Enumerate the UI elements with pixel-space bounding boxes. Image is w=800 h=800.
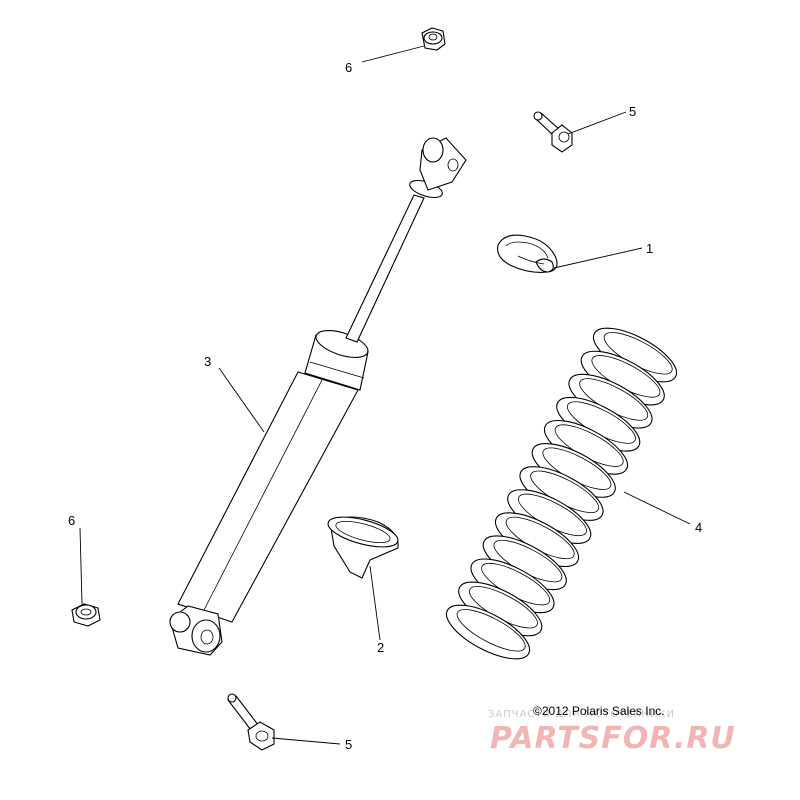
spring-coil xyxy=(445,604,531,660)
nut-part-6-left xyxy=(71,603,101,627)
callout-6-top: 6 xyxy=(345,60,352,75)
callout-2: 2 xyxy=(377,640,384,655)
spring-seat-part-2 xyxy=(327,516,399,579)
watermark-caption: ЗАПЧАСТИ ДЛЯ МОТОТЕХНИКИ xyxy=(488,709,675,720)
coil-spring-part-4 xyxy=(445,327,678,660)
spring-retainer-part-1 xyxy=(497,234,558,273)
leader-lines xyxy=(79,45,691,745)
callout-6-left: 6 xyxy=(68,513,75,528)
callout-labels: 6 5 1 3 4 6 2 5 xyxy=(68,60,702,752)
callout-5-top: 5 xyxy=(629,104,636,119)
bolt-part-5-top xyxy=(533,111,573,153)
copyright-notice: ©2012 Polaris Sales Inc. xyxy=(533,704,665,718)
watermark-logo: PARTSFOR.RU xyxy=(490,721,736,756)
spring-coil-inner-edge xyxy=(456,609,526,652)
callout-5-bottom: 5 xyxy=(345,737,352,752)
callout-3: 3 xyxy=(204,354,211,369)
bolt-part-5-bottom xyxy=(227,693,275,751)
nut-part-6-top xyxy=(421,27,446,51)
shock-absorber-part-3 xyxy=(169,137,467,656)
callout-4: 4 xyxy=(695,520,702,535)
callout-1: 1 xyxy=(646,241,653,256)
